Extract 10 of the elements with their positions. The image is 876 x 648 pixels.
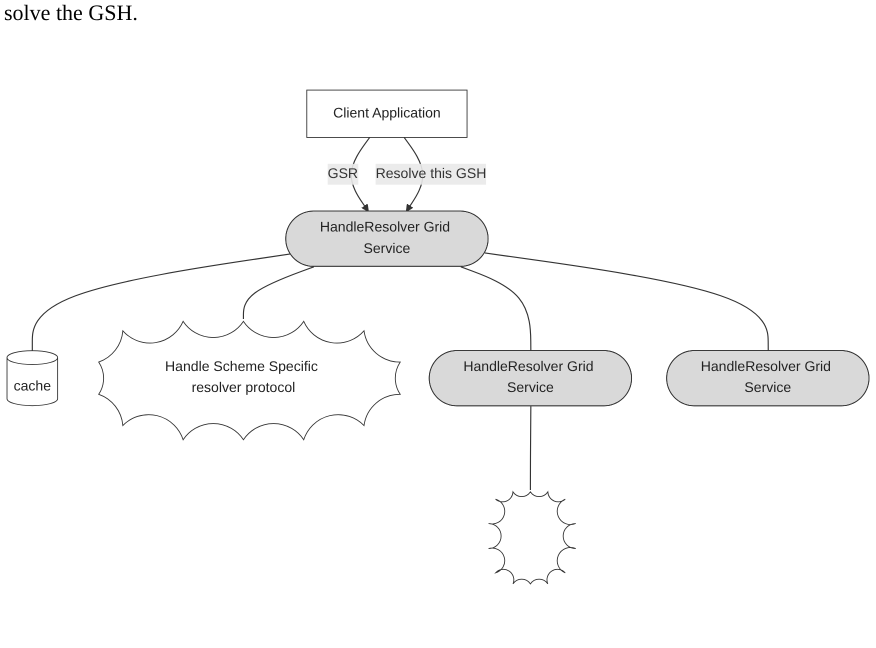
node-star [488,491,576,584]
connector [32,253,291,351]
edge-label: Resolve this GSH [376,166,486,182]
node-box: Client Application [306,90,468,138]
connector [242,266,314,319]
connector [460,266,532,351]
note-text: solve the GSH. [4,0,138,26]
edge-label: GSR [328,166,358,182]
connector [530,406,532,490]
connector [484,252,769,351]
